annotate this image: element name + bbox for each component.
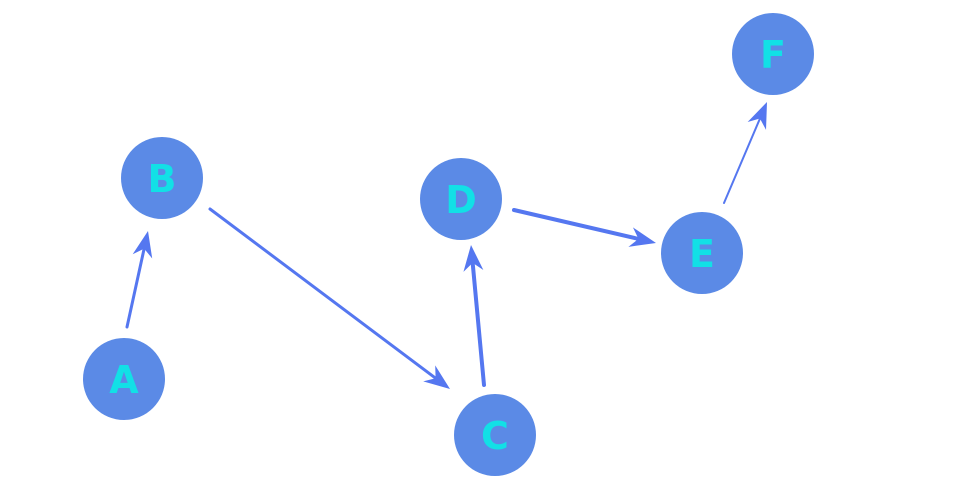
node-f: F [732, 13, 814, 95]
node-label: B [148, 157, 177, 201]
arrowhead [423, 365, 450, 389]
edge-c-d [463, 245, 486, 387]
node-circle [121, 137, 203, 219]
arrowhead [628, 227, 656, 247]
node-label: D [445, 178, 477, 222]
edge-line [723, 117, 761, 204]
node-c: C [454, 394, 536, 476]
node-circle [454, 394, 536, 476]
edge-line [470, 260, 486, 387]
node-label: A [109, 358, 139, 402]
edge-a-b [125, 231, 153, 329]
node-circle [732, 13, 814, 95]
nodes-layer: A B C D E F [83, 13, 814, 476]
node-label: C [481, 414, 509, 458]
edge-d-e [512, 208, 656, 247]
edge-b-c [208, 207, 450, 389]
node-e: E [661, 212, 743, 294]
node-a: A [83, 338, 165, 420]
edge-line [512, 208, 641, 241]
arrowhead [747, 102, 767, 130]
edge-e-f [723, 102, 767, 204]
node-circle [83, 338, 165, 420]
edge-line [125, 247, 146, 329]
edge-line [208, 207, 438, 380]
node-circle [661, 212, 743, 294]
node-label: E [689, 232, 715, 276]
arrowhead [463, 245, 484, 272]
node-circle [420, 158, 502, 240]
arrowhead [132, 231, 153, 259]
node-d: D [420, 158, 502, 240]
node-label: F [760, 33, 786, 77]
edges-layer [125, 102, 767, 389]
node-b: B [121, 137, 203, 219]
